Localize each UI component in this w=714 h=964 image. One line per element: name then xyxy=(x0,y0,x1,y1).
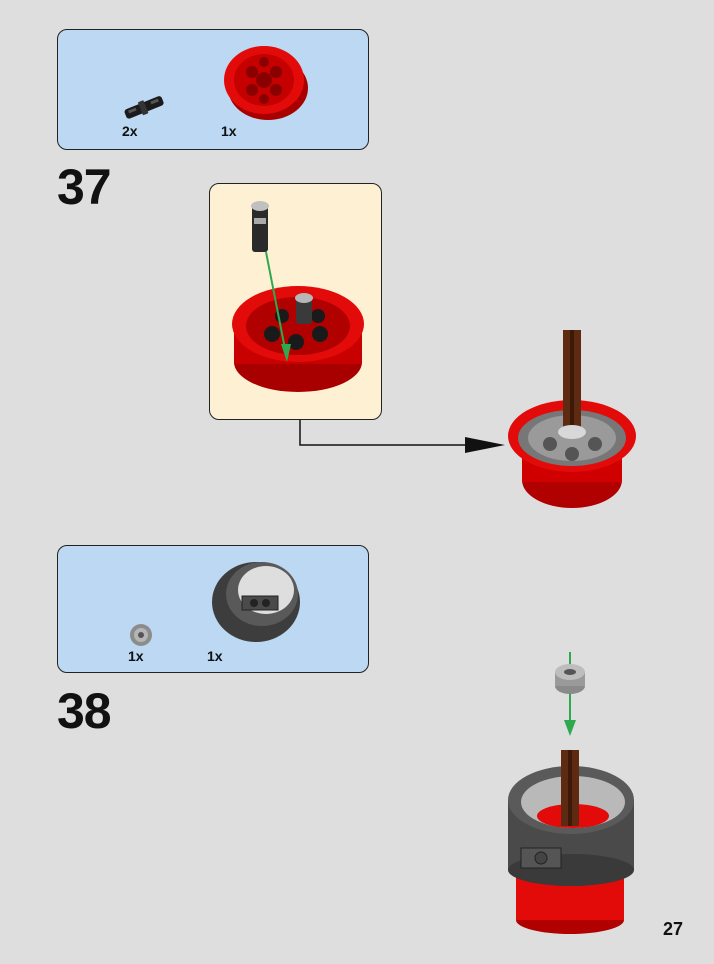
step-37-part-2-qty: 1x xyxy=(221,123,237,139)
step-38-part-1-qty: 1x xyxy=(128,648,144,664)
gray-bush-icon xyxy=(130,624,152,646)
step-38-part-2-qty: 1x xyxy=(207,648,223,664)
red-wheel-rim-icon xyxy=(224,46,308,120)
step-38-assembly xyxy=(508,652,634,934)
sub-assembly-illustration xyxy=(232,201,364,392)
connector-arrow xyxy=(299,420,505,453)
step-number: 37 xyxy=(57,159,112,215)
dark-gray-tire-icon xyxy=(212,562,300,642)
step-number: 38 xyxy=(57,683,112,739)
step-37-assembly xyxy=(508,330,636,508)
step-37-parts-box: 2x 1x xyxy=(57,29,369,150)
step-37-sub-assembly-box xyxy=(209,183,382,420)
black-friction-pin-icon xyxy=(124,96,164,119)
page-number: 27 xyxy=(663,919,684,939)
step-38-parts-box: 1x 1x xyxy=(57,545,369,673)
step-37-part-1-qty: 2x xyxy=(122,123,138,139)
